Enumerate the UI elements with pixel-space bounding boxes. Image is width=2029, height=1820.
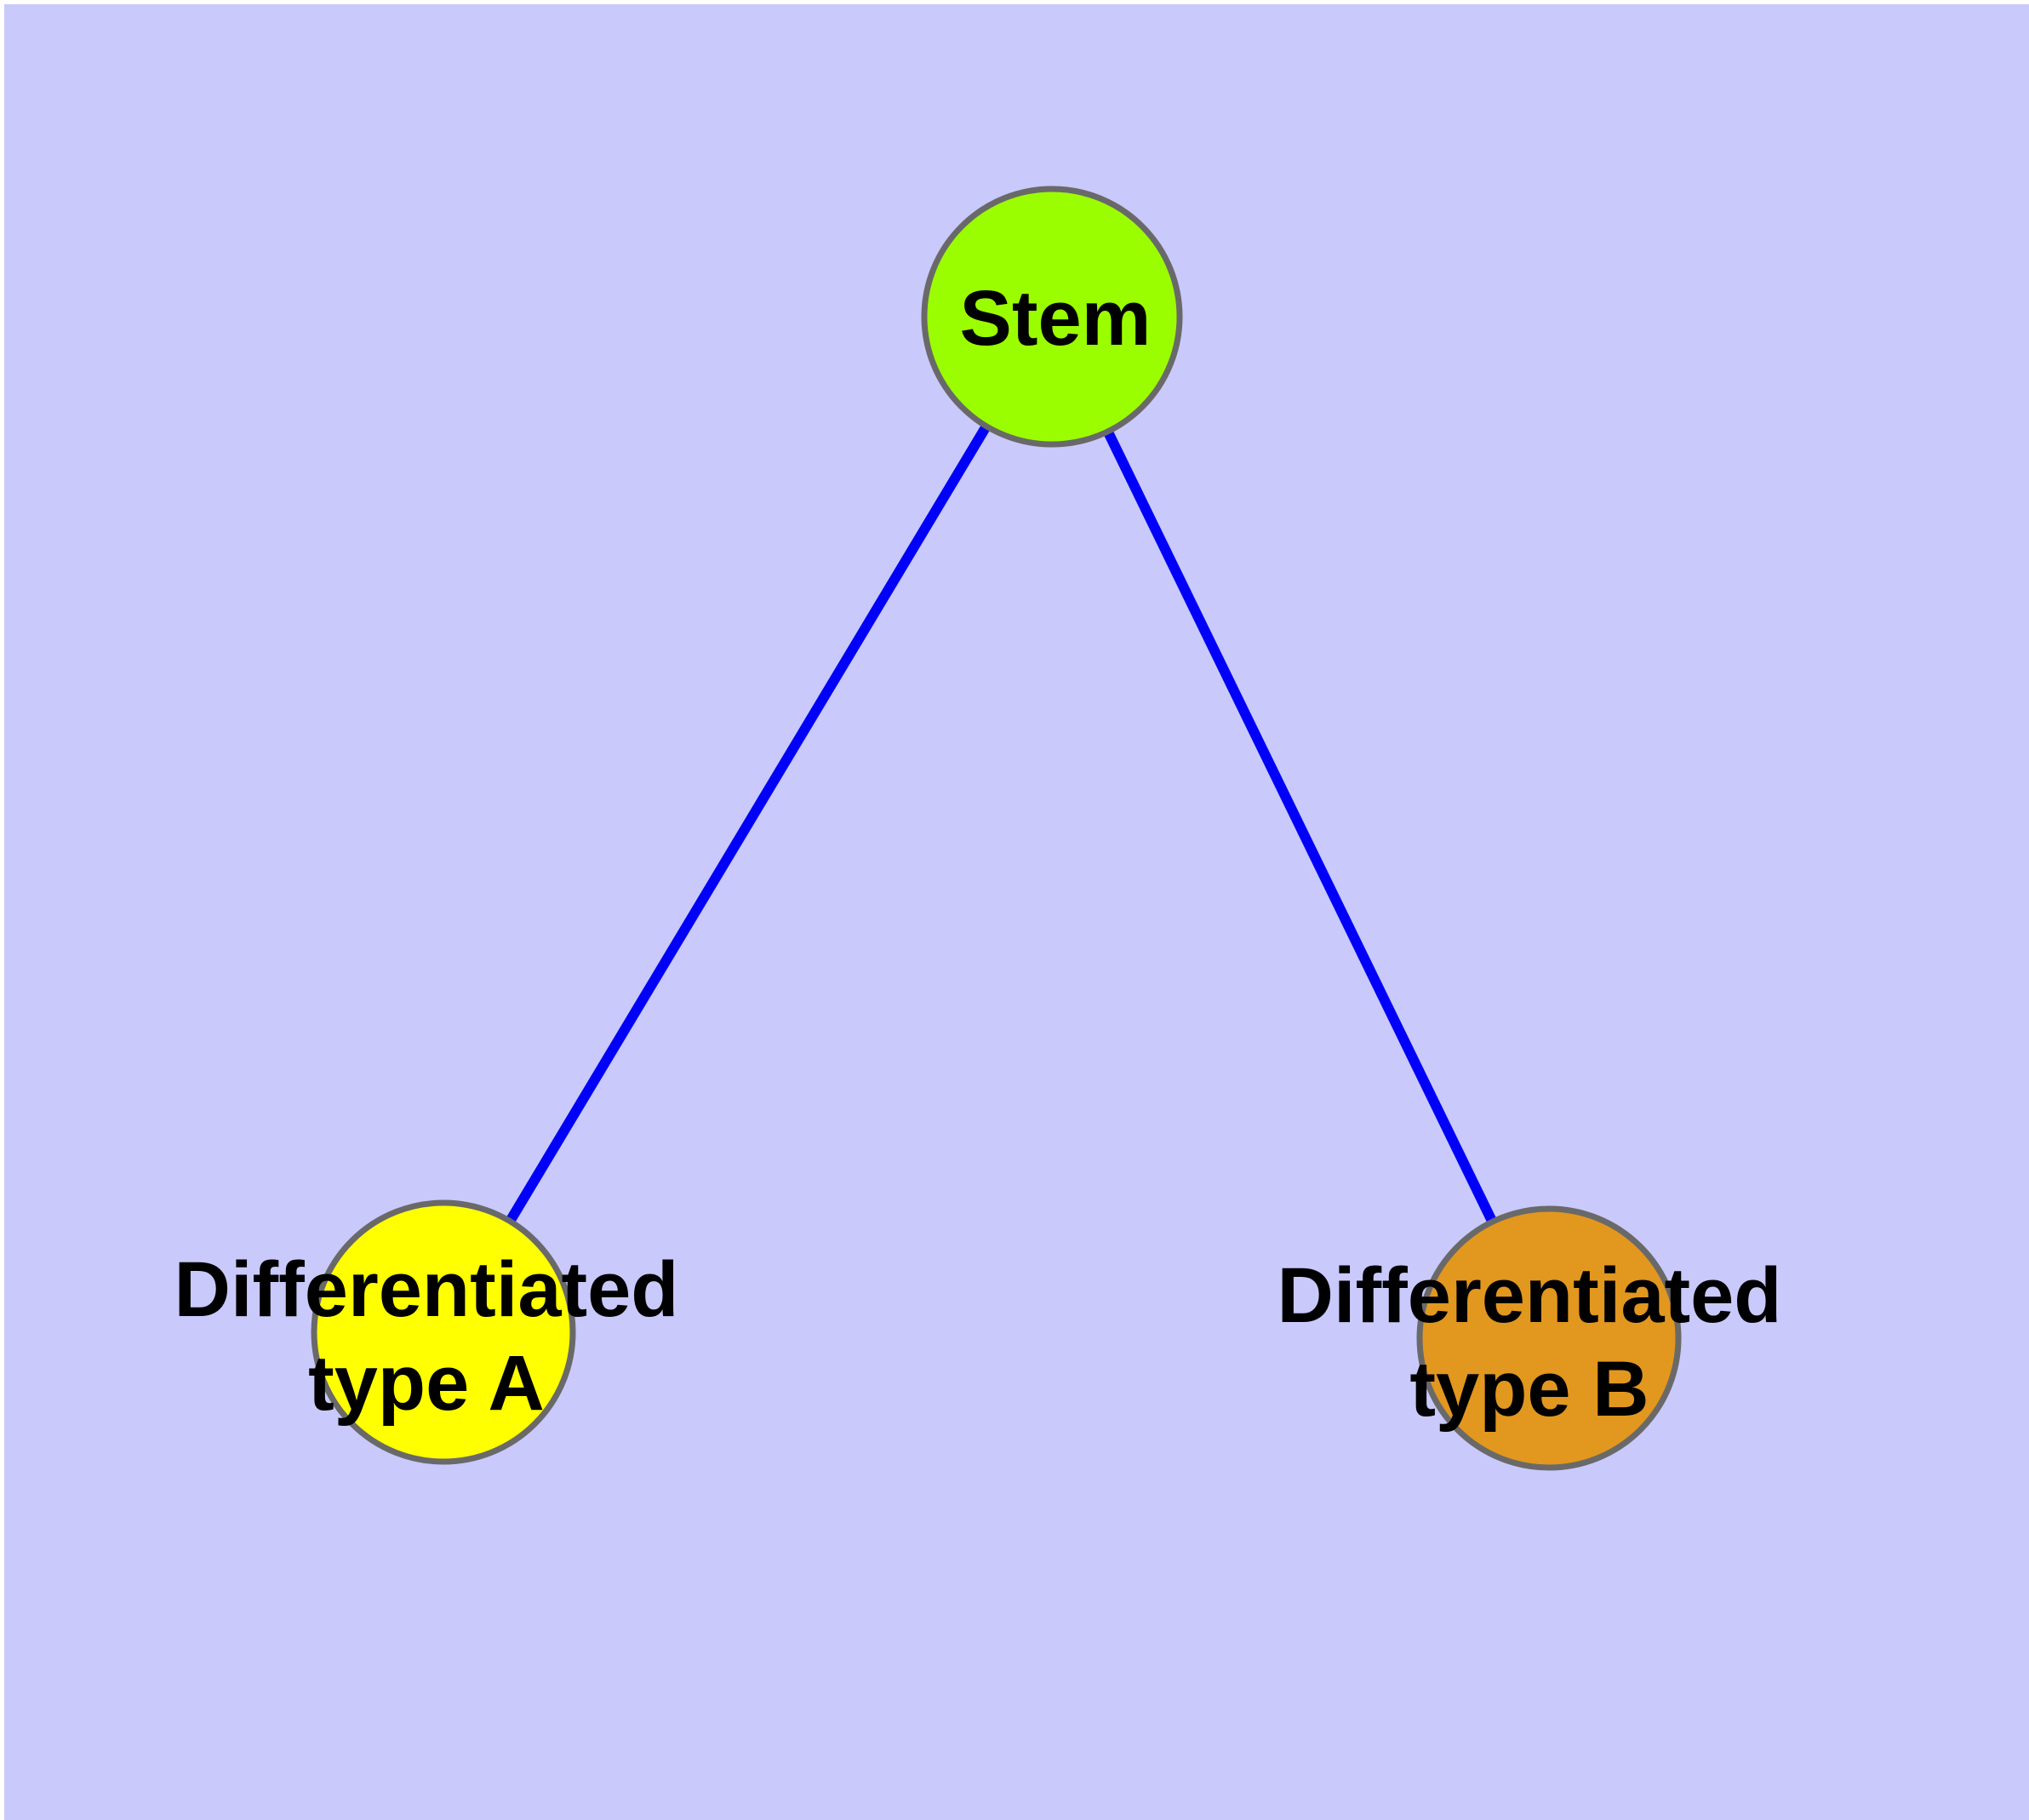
- node-differentiated-type-a: [311, 1199, 576, 1465]
- node-differentiated-type-b: [1416, 1205, 1682, 1471]
- node-type-b-label-line2: type B: [1409, 1346, 1649, 1433]
- node-stem: [921, 186, 1183, 448]
- node-type-b-label-line1: Differentiated: [1277, 1252, 1782, 1339]
- edge-stem-to-type-b: [1047, 314, 1554, 1341]
- node-type-a-label-line2: type A: [308, 1340, 545, 1427]
- edge-stem-to-type-a: [438, 313, 1057, 1336]
- node-type-a-label-line1: Differentiated: [174, 1246, 679, 1333]
- node-stem-label: Stem: [960, 275, 1152, 362]
